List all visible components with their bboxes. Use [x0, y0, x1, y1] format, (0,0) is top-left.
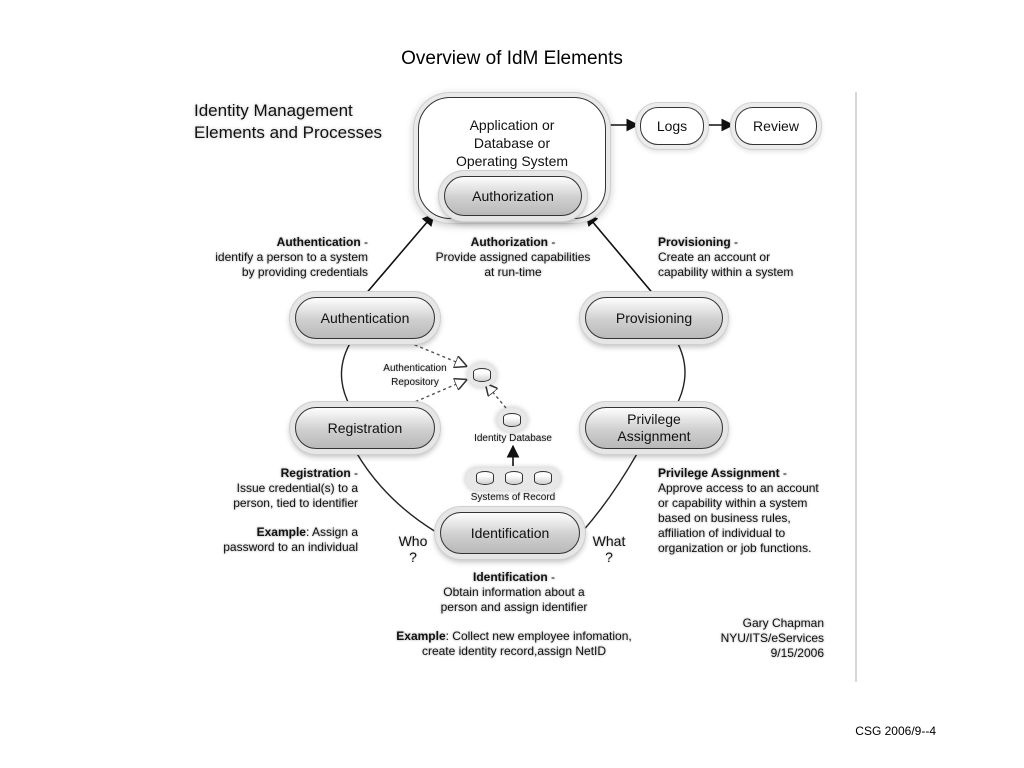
identification-term: Identification: [472, 570, 548, 584]
database-icon: [476, 471, 494, 485]
database-icon: [473, 368, 491, 382]
authentication-node: Authentication: [295, 297, 435, 339]
registration-example-term: Example: [256, 525, 306, 539]
slide-number: CSG 2006/9--4: [855, 724, 936, 738]
provisioning-desc-line3: capability within a system: [658, 265, 794, 279]
curve-privilege-to-identification: [581, 451, 639, 533]
authorization-node: Authorization: [444, 176, 582, 216]
who-mark: ?: [409, 549, 417, 565]
privilege-description: Privilege Assignment - Approve access to…: [658, 466, 836, 556]
identification-node: Identification: [440, 512, 580, 554]
app-label-line1: Application or: [469, 117, 555, 133]
diagram-heading: Identity Management Elements and Process…: [194, 100, 382, 144]
what-question: What ?: [586, 533, 632, 565]
privilege-desc-line5: affiliation of individual to: [658, 526, 786, 540]
provisioning-node: Provisioning: [585, 297, 723, 339]
privilege-desc-line6: organization or job functions.: [658, 541, 812, 555]
dashed-authentication-to-repository: [398, 338, 466, 366]
identification-example-term: Example: [396, 629, 446, 643]
application-box-label: Application or Database or Operating Sys…: [430, 116, 594, 170]
identification-example-rest: : Collect new employee infomation,: [445, 629, 632, 643]
who-question: Who ?: [392, 533, 434, 565]
privilege-suffix: -: [779, 466, 787, 480]
what-label: What: [592, 533, 626, 549]
auth-repo-line2: Repository: [391, 377, 439, 388]
provisioning-term: Provisioning: [658, 235, 731, 249]
slide-title: Overview of IdM Elements: [401, 48, 623, 69]
author-credit: Gary Chapman NYU/ITS/eServices 9/15/2006: [680, 616, 824, 661]
database-icon: [503, 413, 521, 427]
identification-example-line2: create identity record,assign NetID: [421, 644, 607, 658]
provisioning-description: Provisioning - Create an account or capa…: [658, 235, 828, 280]
logs-node: Logs: [640, 107, 704, 145]
credit-date: 9/15/2006: [770, 646, 824, 660]
identity-database-label: Identity Database: [474, 433, 552, 444]
privilege-line1: Privilege: [627, 411, 681, 427]
identification-suffix: -: [547, 570, 555, 584]
panel-edge: [855, 92, 857, 682]
privilege-term: Privilege Assignment: [658, 466, 780, 480]
systems-of-record-label: Systems of Record: [470, 492, 556, 503]
registration-suffix: -: [350, 466, 358, 480]
dashed-identitydb-to-repository: [486, 384, 507, 409]
curve-identification-to-registration: [355, 451, 437, 533]
diagram-heading-line1: Identity Management: [194, 101, 353, 120]
registration-example-rest: : Assign a: [305, 525, 358, 539]
registration-desc-line2: Issue credential(s) to a: [236, 481, 358, 495]
provisioning-desc-line2: Create an account or: [658, 250, 771, 264]
privilege-desc-line4: based on business rules,: [658, 511, 791, 525]
registration-desc-line3: person, tied to identifier: [233, 496, 358, 510]
authentication-description: Authentication - identify a person to a …: [196, 235, 368, 280]
review-node: Review: [735, 107, 817, 145]
authentication-suffix: -: [360, 235, 368, 249]
diagram-heading-line2: Elements and Processes: [194, 123, 383, 142]
authorization-desc-line2: Provide assigned capabilities: [435, 250, 591, 264]
registration-node: Registration: [295, 407, 435, 449]
arrow-authentication-to-authorization: [363, 213, 435, 297]
curve-provisioning-to-privilege: [675, 339, 686, 407]
authorization-desc-line3: at run-time: [484, 265, 542, 279]
authentication-desc-line3: by providing credentials: [241, 265, 368, 279]
registration-term: Registration: [280, 466, 351, 480]
privilege-line2: Assignment: [617, 428, 691, 444]
authorization-term: Authorization: [470, 235, 548, 249]
authentication-desc-line2: identify a person to a system: [215, 250, 368, 264]
dashed-registration-to-repository: [409, 380, 466, 405]
privilege-assignment-node: Privilege Assignment: [585, 407, 723, 449]
credit-name: Gary Chapman: [742, 616, 824, 630]
who-label: Who: [398, 533, 428, 549]
provisioning-suffix: -: [730, 235, 739, 249]
identification-desc-line3: person and assign identifier: [440, 600, 588, 614]
privilege-desc-line3: or capability within a system: [658, 496, 808, 510]
privilege-desc-line2: Approve access to an account: [658, 481, 819, 495]
database-icon: [505, 471, 523, 485]
authorization-suffix: -: [547, 235, 556, 249]
credit-org: NYU/ITS/eServices: [720, 631, 824, 645]
authorization-description: Authorization - Provide assigned capabil…: [424, 235, 602, 280]
app-label-line2: Database or: [473, 135, 551, 151]
arrow-provisioning-to-authorization: [585, 213, 656, 297]
auth-repo-line1: Authentication: [383, 363, 447, 374]
registration-example-line2: password to an individual: [223, 540, 358, 554]
what-mark: ?: [605, 549, 613, 565]
identification-description: Identification - Obtain information abou…: [380, 570, 648, 659]
identification-desc-line2: Obtain information about a: [443, 585, 585, 599]
database-icon: [534, 471, 552, 485]
auth-repository-label: Authentication Repository: [372, 362, 458, 390]
registration-description: Registration - Issue credential(s) to a …: [200, 466, 358, 555]
curve-registration-to-authentication: [340, 339, 353, 407]
authentication-term: Authentication: [276, 235, 361, 249]
app-label-line3: Operating System: [455, 153, 569, 169]
